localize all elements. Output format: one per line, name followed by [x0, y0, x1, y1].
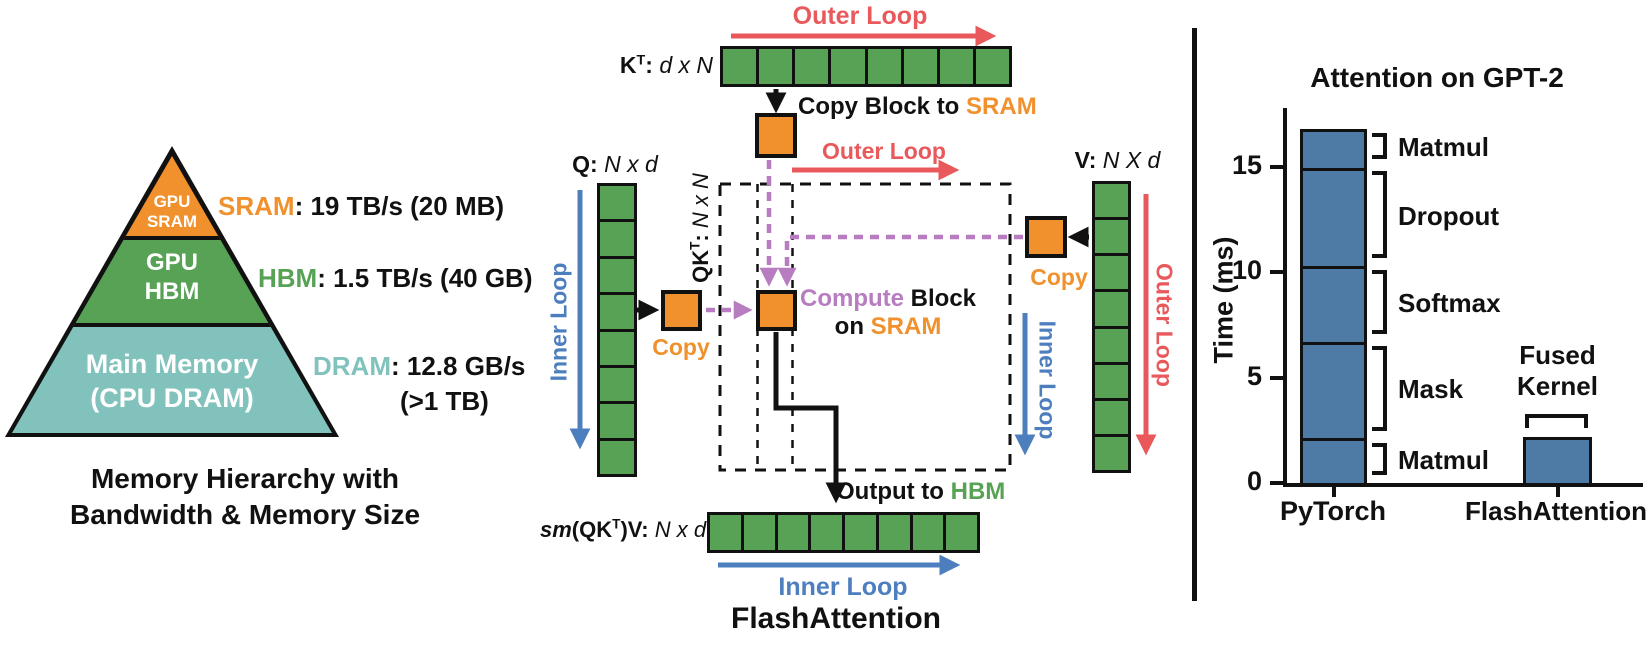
chart-category-flashattention: FlashAttention: [1465, 496, 1647, 526]
chart-y-axis: [1283, 108, 1287, 487]
matrix-cell: [1095, 436, 1128, 470]
inner-loop-left-label: Inner Loop: [545, 262, 572, 382]
qkt-matrix-label: QKT: N x N: [687, 173, 713, 283]
output-matrix-label: sm(QKT)V: N x d: [540, 516, 707, 542]
matrix-cell: [723, 49, 757, 84]
kt-matrix-label: KT: d x N: [619, 52, 713, 78]
q-matrix-label: Q: N x d: [572, 151, 658, 177]
matrix-cell: [600, 258, 634, 293]
matrix-cell: [600, 295, 634, 329]
matrix-cell: [777, 515, 809, 550]
dram-annotation: DRAM: 12.8 GB/s: [313, 351, 526, 381]
sram-dashed-box: [718, 182, 1012, 472]
compute-block-label: Compute Block on SRAM: [799, 285, 977, 341]
compute-block: [756, 290, 797, 331]
copy-block-to-sram-label: Copy Block to SRAM: [798, 93, 1037, 120]
matrix-cell: [743, 515, 775, 550]
q-copy-block: [661, 290, 702, 331]
matrix-cell: [939, 49, 973, 84]
matrix-cell: [903, 49, 937, 84]
v-block-to-compute-arrow: [777, 234, 1023, 287]
matrix-cell: [878, 515, 910, 550]
matrix-cell: [975, 49, 1009, 84]
matrix-cell: [1095, 256, 1128, 290]
chart-x-axis: [1283, 483, 1643, 487]
pyramid-dram-band: [12, 327, 332, 433]
chart-ylabel: Time (ms): [1208, 236, 1239, 364]
matrix-cell: [831, 49, 865, 84]
q-copy-label: Copy: [652, 334, 710, 360]
kt-sram-block: [755, 113, 797, 158]
matrix-cell: [600, 186, 634, 220]
inner-loop-right-label: Inner Loop: [1034, 320, 1061, 440]
matrix-cell: [1095, 328, 1128, 362]
output-to-hbm-label: Output to HBM: [836, 478, 1006, 505]
sram-annotation: SRAM: 19 TB/s (20 MB): [218, 191, 505, 221]
v-matrix-label: V: N X d: [1074, 147, 1161, 173]
matrix-cell: [600, 331, 634, 365]
matrix-cell: [600, 440, 634, 474]
matrix-cell: [600, 404, 634, 438]
v-copy-block: [1025, 216, 1067, 258]
dram-annotation-line2: (>1 TB): [400, 386, 489, 416]
matrix-cell: [759, 49, 793, 84]
matrix-cell: [710, 515, 741, 550]
chart-title: Attention on GPT-2: [1310, 62, 1564, 93]
outer-loop-mid-label: Outer Loop: [822, 138, 946, 164]
matrix-cell: [912, 515, 944, 550]
matrix-cell: [1095, 364, 1128, 398]
hbm-annotation: HBM: 1.5 TB/s (40 GB): [258, 263, 533, 293]
matrix-cell: [867, 49, 901, 84]
kt-matrix: [720, 46, 1012, 87]
matrix-cell: [1095, 220, 1128, 254]
matrix-cell: [1095, 400, 1128, 434]
output-matrix: [707, 512, 980, 553]
v-copy-label: Copy: [1030, 264, 1088, 290]
chart-category-pytorch: PyTorch: [1279, 496, 1387, 526]
matrix-cell: [1095, 184, 1128, 218]
matrix-cell: [600, 367, 634, 402]
outer-loop-right-label: Outer Loop: [1151, 263, 1178, 387]
pyramid-dram-label: Main Memory(CPU DRAM): [85, 349, 259, 413]
panel-divider: [1192, 28, 1197, 601]
matrix-cell: [946, 515, 977, 550]
q-matrix: [597, 183, 637, 477]
inner-loop-bottom-label: Inner Loop: [778, 573, 908, 601]
matrix-cell: [811, 515, 842, 550]
matrix-cell: [795, 49, 829, 84]
v-matrix: [1092, 181, 1131, 473]
matrix-cell: [1095, 292, 1128, 326]
matrix-cell: [600, 222, 634, 256]
compute-to-output-arrow: [773, 332, 847, 504]
outer-loop-top-label: Outer Loop: [792, 2, 928, 30]
diagram-caption: FlashAttention: [731, 602, 941, 635]
matrix-cell: [845, 515, 876, 550]
